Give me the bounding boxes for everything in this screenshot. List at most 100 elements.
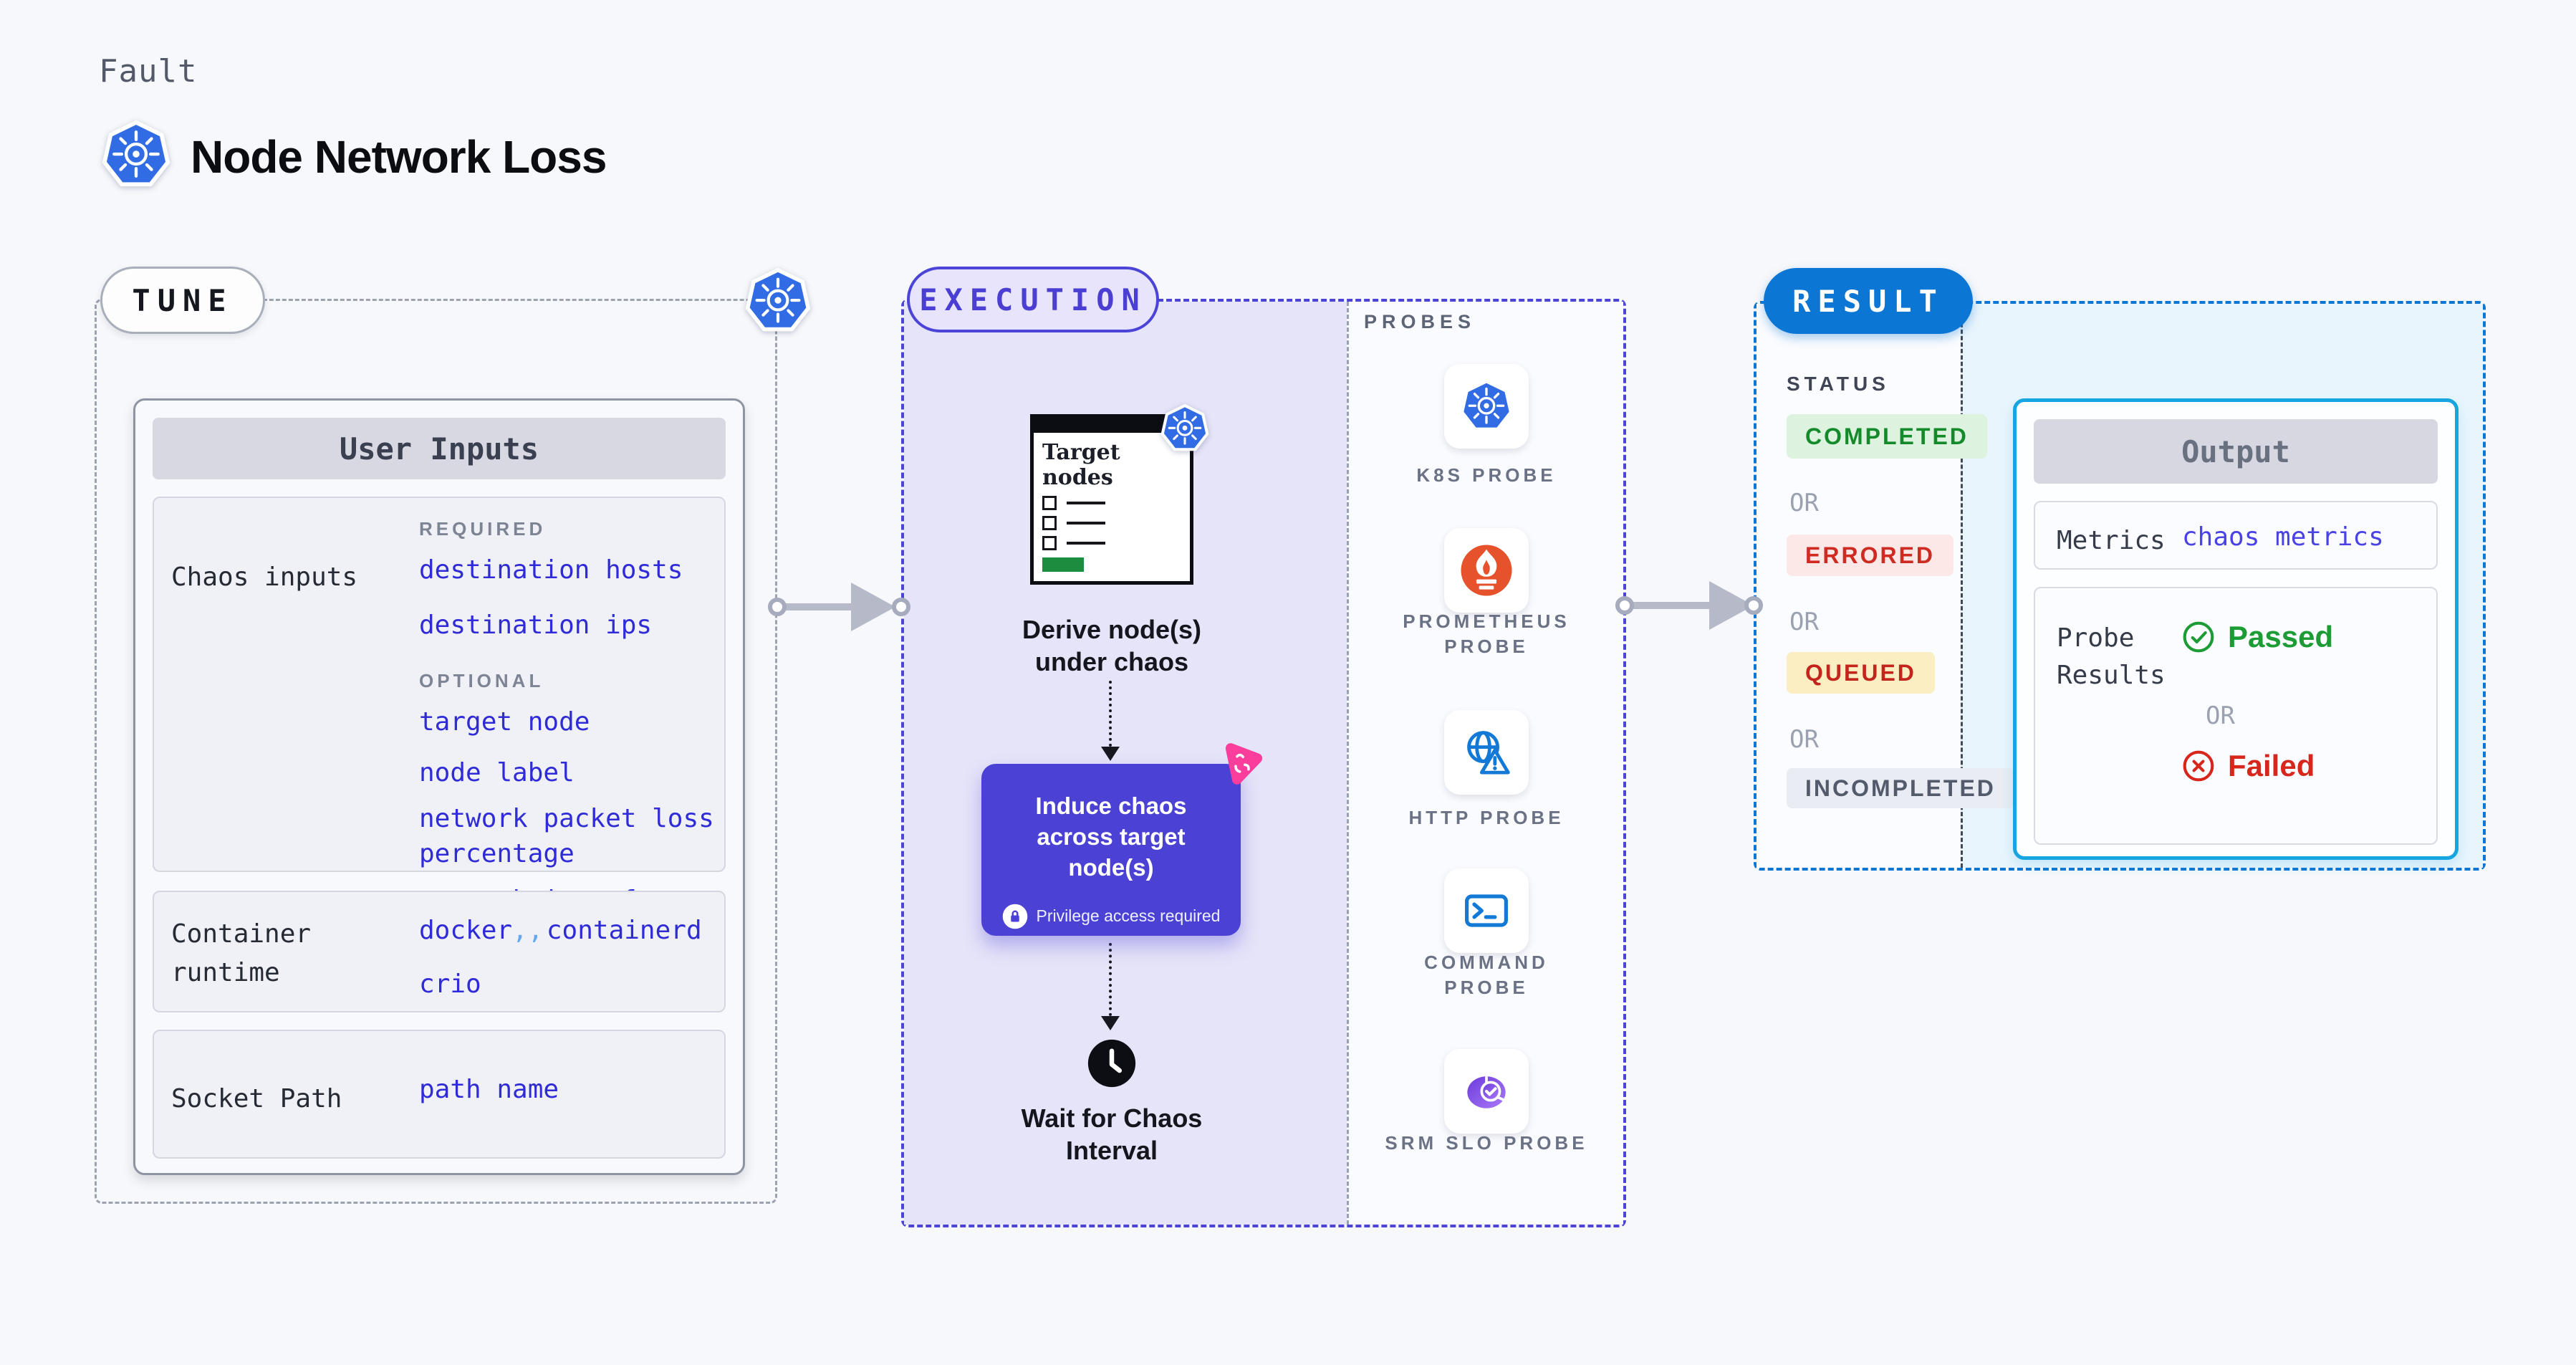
required-heading: REQUIRED [419,518,547,540]
socket-path-row: Socket Path path name [153,1030,726,1159]
runtime-value: containerd [546,916,702,945]
chaos-input-item: node label [419,757,575,787]
probe-label: K8S PROBE [1416,464,1557,486]
probe-card-k8s [1444,364,1529,449]
checkbox-row [1042,516,1135,530]
chaos-inputs-row: Chaos inputs REQUIRED destination hosts … [153,497,726,915]
probe-card-srm-slo [1444,1049,1529,1134]
connector-endpoint [892,598,910,616]
probe-results-row: Probe Results Passed OR Failed [2034,587,2438,845]
fault-kicker: Fault [99,53,198,90]
probes-heading: PROBES [1364,311,1476,332]
status-badge-errored: ERRORED [1787,535,1954,576]
or-separator: OR [1789,608,1819,636]
probe-card-http [1444,710,1529,795]
status-heading: STATUS [1787,373,1890,395]
tune-pill: TUNE [100,267,265,334]
lock-icon [1002,904,1028,929]
privilege-label: Privilege access required [1036,906,1221,926]
connector-endpoint [1615,596,1634,615]
probe-card-prometheus [1444,528,1529,613]
derive-step-label: Derive node(s) under chaos [1022,615,1202,676]
probe-label: SRM SLO PROBE [1385,1132,1588,1154]
probe-label: PROMETHEUS PROBE [1403,610,1570,658]
chaos-input-item: destination ips [419,610,653,640]
probe-label: COMMAND PROBE [1424,952,1549,999]
kubernetes-icon [1160,404,1209,453]
output-title: Output [2034,419,2438,484]
target-nodes-window: Target nodes [1030,414,1193,585]
comma-separator: , [527,916,544,945]
probe-label: HTTP PROBE [1408,807,1565,828]
failed-label: Failed [2228,749,2315,782]
http-globe-warning-icon [1460,726,1513,779]
checkbox-row [1042,536,1135,550]
chaos-inputs-label: Chaos inputs [171,562,358,592]
chaos-input-item: destination hosts [419,555,683,585]
privilege-row: Privilege access required [981,904,1241,929]
status-badge-completed: COMPLETED [1787,414,1987,459]
wait-step-label: Wait for Chaos Interval [1021,1103,1203,1165]
output-box: Output Metrics chaos metrics Probe Resul… [2013,398,2459,860]
flow-arrowhead [1101,1016,1120,1030]
induce-chaos-label: Induce chaos across target node(s) [1035,792,1187,881]
or-separator: OR [2206,701,2235,730]
flow-arrow-down [1109,943,1112,1016]
checkbox-icon [1042,536,1057,550]
flow-arrow-down [1109,681,1112,747]
connector-endpoint [768,598,787,616]
connector-bar [1632,602,1712,609]
probe-results-label: Probe Results [2057,623,2166,691]
socket-path-label: Socket Path [171,1084,342,1113]
list-line [1067,542,1105,545]
kubernetes-icon [745,268,811,334]
checkbox-row [1042,496,1135,510]
failed-row: Failed [2182,749,2315,783]
target-nodes-title: Target nodes [1042,440,1120,490]
connector-bar [784,603,852,610]
litmus-chaos-icon [1218,741,1264,787]
connector-arrowhead [851,583,895,631]
result-pill: RESULT [1764,268,1973,334]
execution-pill: EXECUTION [907,267,1159,332]
or-separator: OR [1789,725,1819,754]
metrics-row: Metrics chaos metrics [2034,501,2438,570]
induce-chaos-card: Induce chaos across target node(s) Privi… [981,764,1241,936]
container-runtime-row: Container runtime docker,, containerd cr… [153,891,726,1012]
runtime-value: crio [419,969,481,999]
checkbox-icon [1042,516,1057,530]
container-runtime-label: Container runtime [171,919,312,987]
connector-endpoint [1744,596,1763,615]
runtime-value: docker [419,916,513,945]
passed-label: Passed [2228,620,2334,653]
terminal-icon [1460,884,1513,937]
passed-row: Passed [2182,620,2333,654]
list-line [1067,502,1105,504]
user-inputs-title: User Inputs [153,418,726,479]
or-separator: OR [1789,489,1819,517]
checkbox-icon [1042,496,1057,510]
list-line [1067,522,1105,525]
tune-section [95,299,777,1204]
socket-path-value: path name [419,1075,559,1104]
optional-heading: OPTIONAL [419,670,544,692]
user-inputs-card: User Inputs Chaos inputs REQUIRED destin… [133,398,745,1175]
probe-card-command [1444,868,1529,953]
metrics-label: Metrics [2057,526,2166,555]
green-button [1042,557,1084,572]
flow-arrowhead [1101,747,1120,761]
kubernetes-icon [102,120,170,189]
kubernetes-icon [1460,380,1513,433]
page-title: Node Network Loss [191,131,607,183]
status-badge-incompleted: INCOMPLETED [1787,768,2014,808]
status-badge-queued: QUEUED [1787,652,1935,694]
chaos-input-item: target node [419,707,590,737]
metrics-value: chaos metrics [2182,522,2384,552]
check-circle-icon [2182,621,2215,653]
cross-circle-icon [2182,749,2215,782]
comma-separator: , [512,916,528,945]
prometheus-icon [1460,544,1513,597]
chaos-input-item: network packet loss percentage [419,804,714,868]
clock-icon [1086,1038,1138,1089]
